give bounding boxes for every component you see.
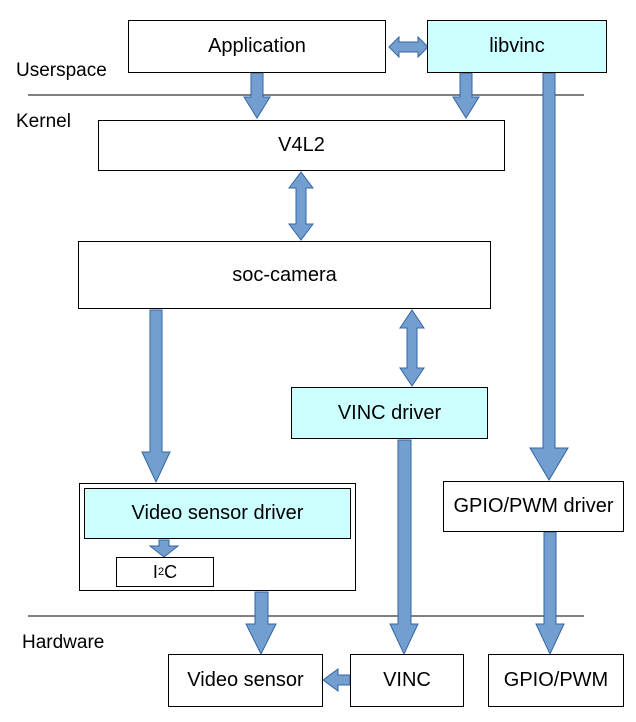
arrow-soc-camera-video-sensor-driver [141,309,171,484]
vinc-box: VINC [350,654,464,707]
vinc-driver-box: VINC driver [291,387,488,439]
arrow-application-v4l2 [243,72,271,119]
arrow-group-video-sensor [245,591,277,656]
i2c-label-suffix: C [164,561,178,582]
application-box: Application [128,20,386,73]
video-sensor-driver-box: Video sensor driver [84,488,351,539]
libvinc-box: libvinc [427,20,607,73]
layer-label-kernel: Kernel [16,111,71,132]
gpio-pwm-driver-box: GPIO/PWM driver [443,481,624,532]
i2c-label-superscript: 2 [157,566,165,578]
i2c-label-prefix: I [152,561,158,582]
arrow-libvinc-gpio-driver [529,72,569,481]
arrow-video-sensor-driver-i2c [148,539,180,558]
arrow-gpio-driver-gpio [535,531,565,656]
arrow-application-libvinc [388,35,429,59]
arrow-vinc-driver-vinc [389,439,419,656]
gpio-pwm-box: GPIO/PWM [488,654,624,707]
layer-label-userspace: Userspace [16,60,107,81]
v4l2-box: V4L2 [98,120,505,171]
arrow-soc-camera-vinc-driver [399,309,425,387]
layer-label-hardware: Hardware [22,632,105,653]
soc-camera-box: soc-camera [78,241,491,309]
video-sensor-box: Video sensor [168,654,323,707]
arrow-libvinc-v4l2 [452,72,480,119]
arrow-vinc-video-sensor [322,668,351,692]
arrow-v4l2-soc-camera [288,171,314,241]
